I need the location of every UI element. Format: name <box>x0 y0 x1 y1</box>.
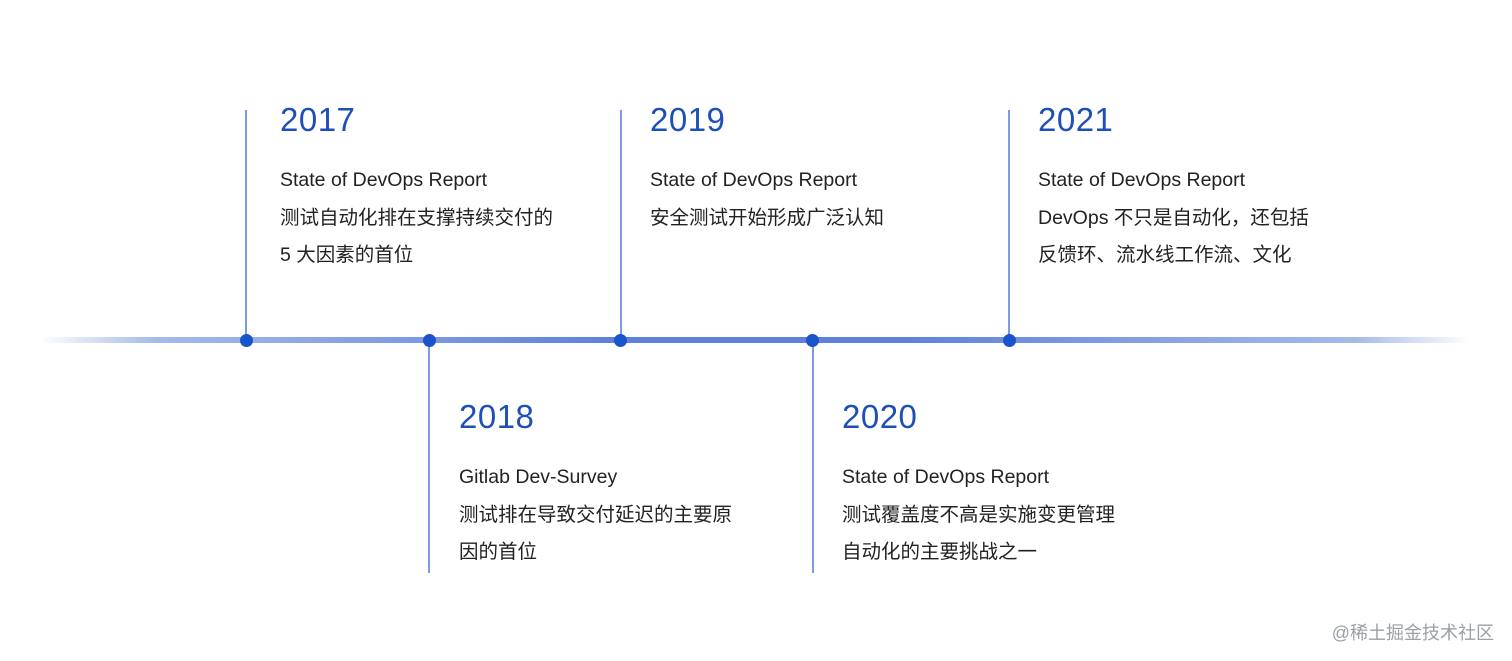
connector-2020 <box>812 340 814 573</box>
entry-description-line: 反馈环、流水线工作流、文化 <box>1038 244 1292 266</box>
milestone-dot-2021 <box>1003 334 1016 347</box>
entry-description-line: 自动化的主要挑战之一 <box>842 541 1038 563</box>
entry-description-line: 测试自动化排在支撑持续交付的 <box>280 206 554 229</box>
entry-description-line: 测试覆盖度不高是实施变更管理 <box>842 503 1116 526</box>
timeline-entry-2020: 2020 State of DevOps Report 测试覆盖度不高是实施变更… <box>842 397 1162 572</box>
entry-description-line: 安全测试开始形成广泛认知 <box>650 206 885 229</box>
timeline-entry-2017: 2017 State of DevOps Report 测试自动化排在支撑持续交… <box>280 100 600 275</box>
connector-2019 <box>620 110 622 340</box>
entry-description-line: 测试排在导致交付延迟的主要原 <box>459 503 733 526</box>
timeline-entry-2021: 2021 State of DevOps Report DevOps 不只是自动… <box>1038 100 1358 275</box>
entry-source: State of DevOps Report <box>842 466 1050 488</box>
year-label: 2018 <box>459 398 535 435</box>
year-label: 2019 <box>650 101 726 138</box>
timeline-entry-2018: 2018 Gitlab Dev-Survey 测试排在导致交付延迟的主要原 因的… <box>459 397 779 572</box>
connector-2017 <box>245 110 247 340</box>
milestone-dot-2017 <box>240 334 253 347</box>
year-label: 2021 <box>1038 101 1114 138</box>
connector-2018 <box>428 340 430 573</box>
entry-description-line: 5 大因素的首位 <box>280 244 414 266</box>
entry-source: State of DevOps Report <box>1038 169 1246 191</box>
timeline-entry-2019: 2019 State of DevOps Report 安全测试开始形成广泛认知 <box>650 100 970 237</box>
watermark: @稀土掘金技术社区 <box>1331 623 1494 643</box>
timeline-axis <box>40 337 1470 343</box>
year-label: 2017 <box>280 101 356 138</box>
milestone-dot-2020 <box>806 334 819 347</box>
entry-source: State of DevOps Report <box>650 169 858 191</box>
entry-description-line: 因的首位 <box>459 541 538 563</box>
entry-description-line: DevOps 不只是自动化，还包括 <box>1038 206 1309 229</box>
entry-source: Gitlab Dev-Survey <box>459 466 618 488</box>
year-label: 2020 <box>842 398 918 435</box>
connector-2021 <box>1008 110 1010 340</box>
milestone-dot-2018 <box>423 334 436 347</box>
entry-source: State of DevOps Report <box>280 169 488 191</box>
milestone-dot-2019 <box>614 334 627 347</box>
